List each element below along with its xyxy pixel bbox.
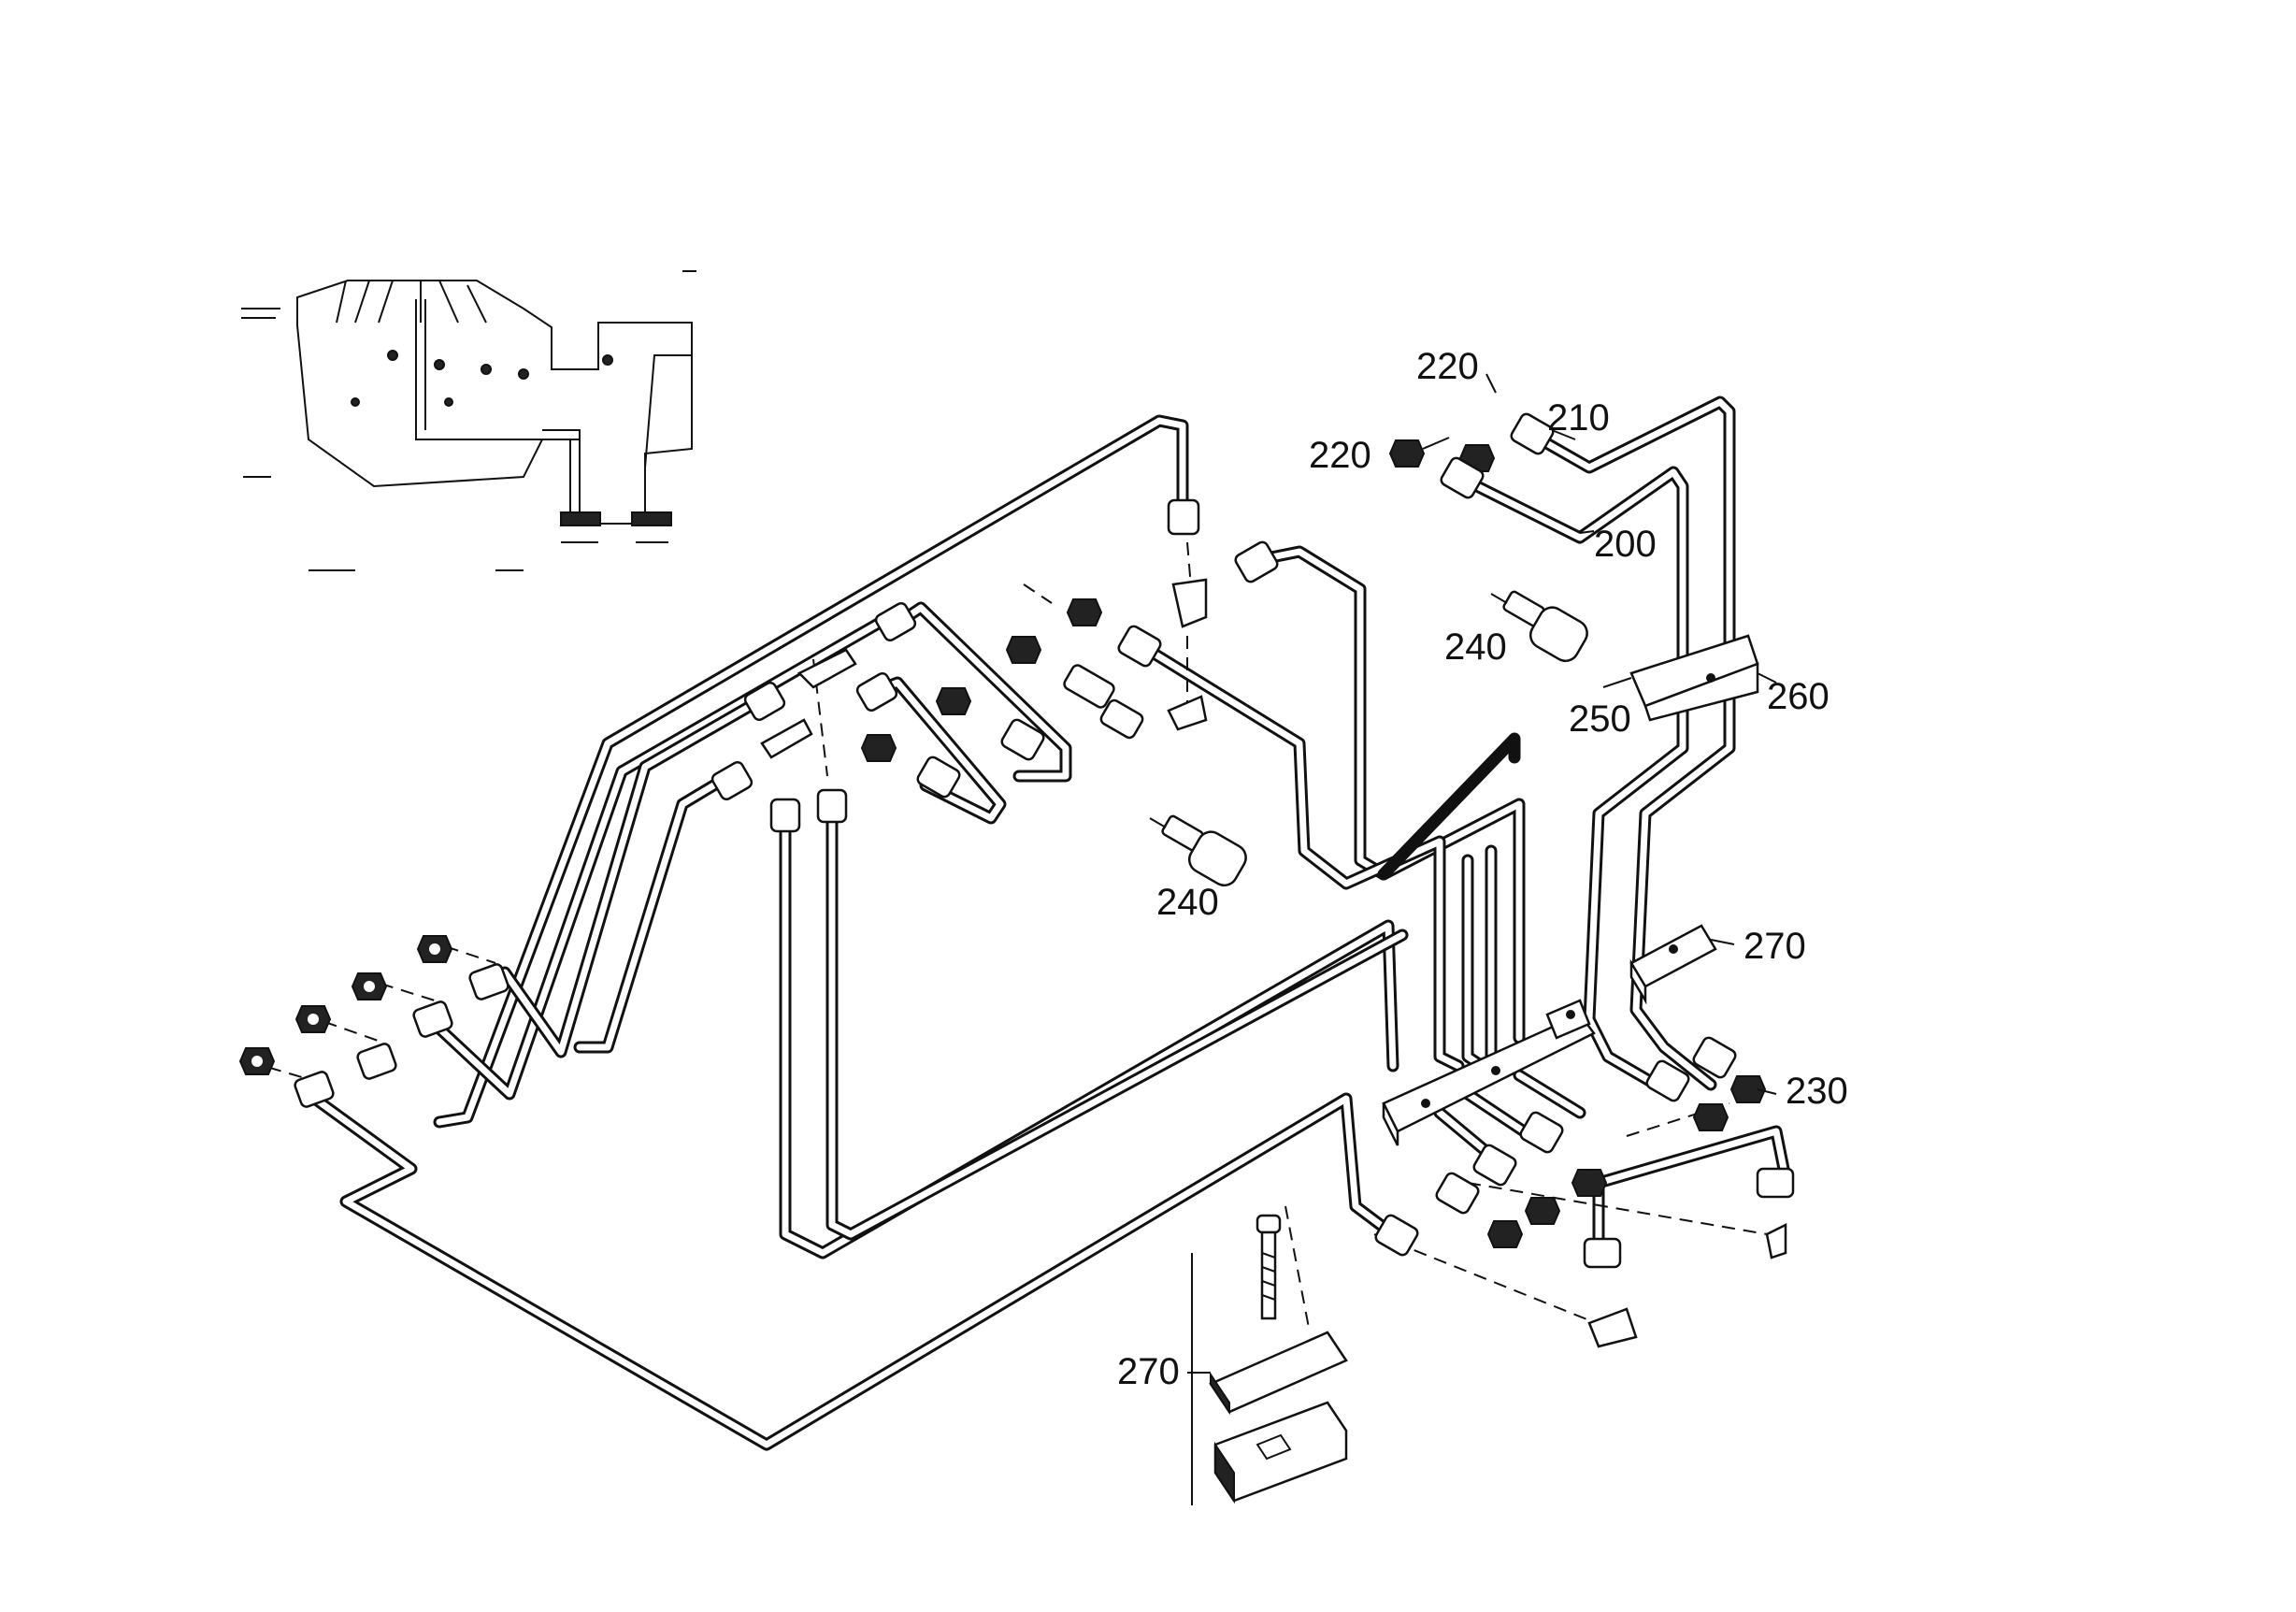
callout-260: 260: [1767, 676, 1830, 717]
pipe-upper-diagonal-4: [573, 770, 736, 1054]
leader-lines: [1187, 373, 1777, 1374]
clamp-block-250-260: [1602, 634, 1777, 722]
nut-fitting: [416, 935, 453, 963]
clamp-manifold: [1382, 999, 1596, 1146]
pipe-network: [302, 396, 1792, 1451]
pipe-vertical-pair: [779, 807, 1409, 1259]
callout-240-lower: 240: [1156, 882, 1219, 923]
pressure-switch-upper: [1490, 590, 1588, 663]
callout-250: 250: [1569, 698, 1631, 740]
nut-fitting: [935, 687, 972, 715]
clamp-block-270-upper: [1629, 924, 1717, 1005]
nut-fitting: [1486, 1220, 1524, 1248]
callout-220-top: 220: [1416, 346, 1479, 387]
pipe-right-tall: [1452, 396, 1736, 1096]
pipe-upper-diagonal-3: [498, 690, 773, 1058]
tee-fittings: [760, 578, 1787, 1348]
pressure-switch-lower: [1149, 814, 1247, 887]
locator-thumbnail: [241, 270, 696, 571]
nut-fitting: [860, 734, 897, 762]
callout-240-upper: 240: [1444, 626, 1507, 668]
nut-fitting: [1066, 598, 1103, 626]
callout-270-upper: 270: [1744, 926, 1806, 967]
nut-fitting: [1729, 1075, 1767, 1103]
nut-fitting: [1692, 1103, 1729, 1131]
pipe-u-loop-a: [886, 601, 1072, 783]
nut-fitting: [1524, 1197, 1561, 1225]
clamp-block-270-lower: [1191, 1214, 1348, 1505]
pipe-upper-diagonal: [433, 414, 1189, 1129]
nut-fitting: [1571, 1169, 1608, 1197]
callout-210: 210: [1547, 397, 1610, 439]
nut-fitting: [1005, 636, 1042, 664]
callout-220-left: 220: [1309, 435, 1371, 476]
fittings: [238, 412, 1795, 1269]
nut-fitting: [351, 972, 388, 1000]
callout-270-lower: 270: [1117, 1351, 1180, 1392]
callouts: 220 210 220 200 240 260 250 240 270 230 …: [1117, 346, 1848, 1392]
nut-fitting: [1388, 439, 1426, 468]
nut-fitting: [238, 1047, 276, 1075]
callout-200: 200: [1594, 524, 1657, 565]
pipe-bottom-loop: [302, 1087, 1399, 1451]
nut-fitting: [294, 1005, 332, 1033]
callout-230: 230: [1786, 1071, 1848, 1112]
pipe-right-stepped: [1134, 545, 1526, 1082]
